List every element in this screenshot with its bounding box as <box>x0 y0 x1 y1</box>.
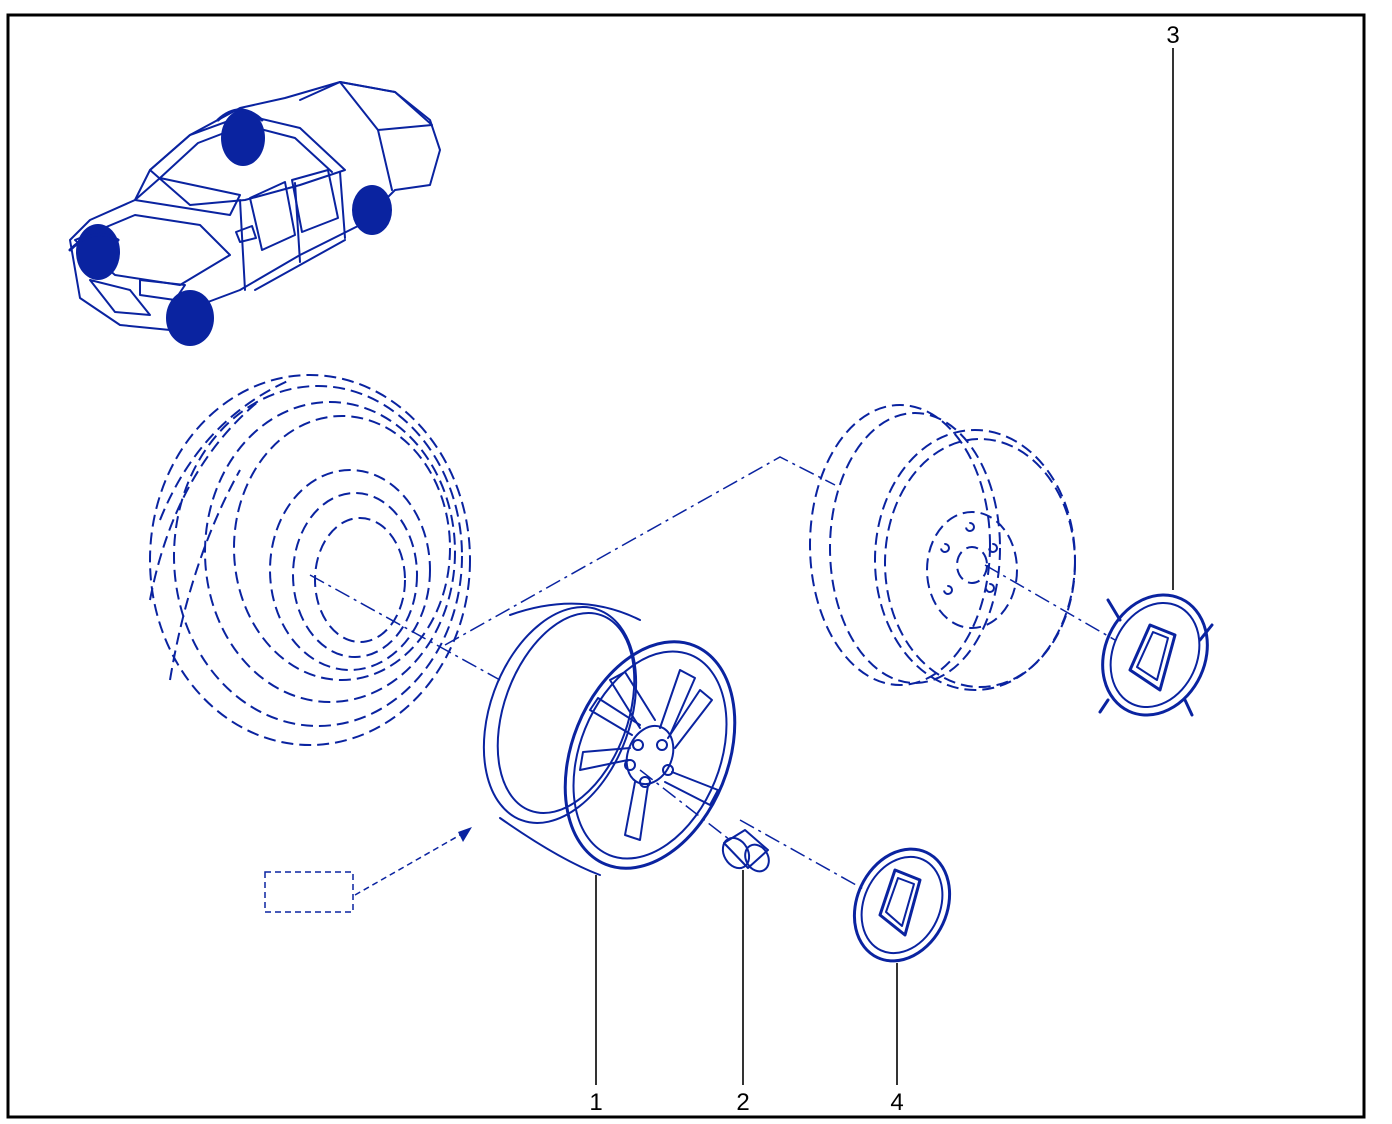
reference-box <box>264 827 472 913</box>
rear-left-wheel-highlight <box>221 110 265 166</box>
callout-3: 3 <box>1166 22 1179 49</box>
diagram-frame <box>6 13 1366 1119</box>
spare-wheel-phantom <box>809 404 1076 691</box>
wheel-rim <box>482 602 737 876</box>
front-right-wheel-highlight <box>166 290 214 346</box>
callout-2: 2 <box>736 1089 749 1116</box>
callout-4: 4 <box>890 1089 903 1116</box>
wheel-center-cap <box>852 847 952 963</box>
spare-wheel-hub-cap <box>1098 593 1214 717</box>
front-left-wheel-highlight <box>76 224 120 280</box>
callout-1: 1 <box>589 1089 602 1116</box>
leader-lines <box>595 48 1174 1085</box>
pickup-truck-illustration <box>68 81 441 346</box>
wheel-nut <box>721 829 770 873</box>
arrow-head <box>458 827 472 842</box>
assembly-axis-lines <box>309 456 1116 891</box>
tire-phantom <box>149 374 471 746</box>
rear-right-wheel-highlight <box>352 185 392 235</box>
